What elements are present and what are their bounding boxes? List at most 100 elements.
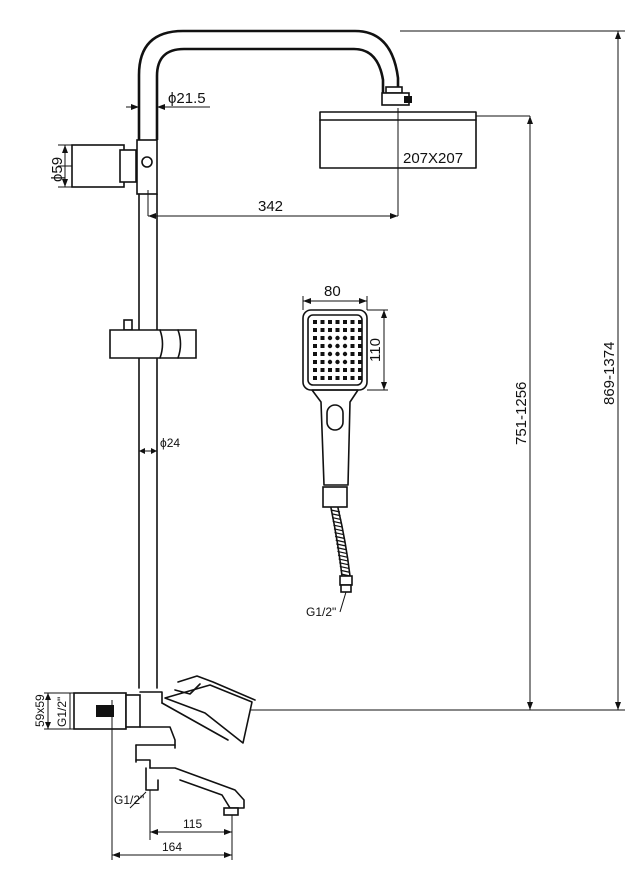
- nozzle: [328, 320, 332, 324]
- nozzle: [328, 376, 332, 380]
- nozzle: [313, 344, 317, 348]
- nozzle: [358, 328, 362, 332]
- nozzle: [358, 376, 362, 380]
- label-height-head: 751-1256: [513, 382, 530, 445]
- nozzle: [335, 320, 340, 324]
- nozzle: [320, 328, 325, 332]
- nozzle: [320, 360, 325, 364]
- label-hand-connection: G1/2": [306, 605, 336, 619]
- nozzle: [313, 368, 317, 372]
- bath-mixer: [73, 675, 256, 816]
- hose-ring: [330, 509, 341, 513]
- overhead-arm: [137, 29, 412, 140]
- nozzle: [320, 336, 325, 340]
- hose-ring: [336, 543, 346, 547]
- hose-ring: [333, 524, 343, 528]
- nozzle: [335, 376, 340, 380]
- label-height-total: 869-1374: [601, 342, 618, 405]
- nozzle: [313, 352, 317, 356]
- nozzle: [320, 376, 325, 380]
- nozzle: [350, 336, 355, 340]
- hose-ring: [336, 547, 347, 551]
- nozzle: [335, 343, 340, 349]
- nozzle: [343, 376, 347, 380]
- hose-ring: [338, 558, 348, 562]
- nozzle: [327, 343, 333, 349]
- label-pipe-diameter: ϕ21.5: [168, 90, 206, 107]
- hose-ring: [331, 513, 341, 517]
- nozzle: [328, 328, 332, 332]
- nozzle: [320, 368, 325, 372]
- nozzle: [313, 320, 317, 324]
- nozzle: [320, 352, 325, 356]
- nozzle: [335, 359, 340, 365]
- nozzle: [342, 351, 348, 357]
- label-holder-diameter: ϕ59: [49, 157, 66, 182]
- hose-ring: [337, 554, 348, 558]
- hose-ring: [340, 569, 350, 573]
- label-flange-size: 59x59: [33, 694, 47, 727]
- nozzle: [327, 335, 333, 341]
- hose-ring: [334, 535, 345, 539]
- nozzle: [350, 344, 355, 348]
- nozzle: [335, 328, 340, 332]
- nozzle: [335, 368, 340, 372]
- nozzle: [358, 344, 362, 348]
- nozzle: [358, 320, 362, 324]
- hose-ring: [334, 532, 344, 536]
- hose-ring: [335, 539, 345, 543]
- label-bottom-thread: G1/2": [114, 793, 144, 807]
- label-head-size: 207X207: [403, 150, 463, 167]
- nozzle: [342, 359, 348, 365]
- dimension-lines: [44, 30, 625, 860]
- nozzle: [342, 343, 348, 349]
- nozzle: [342, 335, 348, 341]
- nozzle: [350, 320, 355, 324]
- nozzle: [328, 368, 332, 372]
- nozzle: [335, 335, 340, 341]
- hose-ring: [337, 550, 347, 554]
- hose-ring: [332, 516, 342, 521]
- nozzle: [343, 368, 347, 372]
- nozzle: [313, 328, 317, 332]
- hand-shower-nozzles: [313, 320, 362, 380]
- nozzle: [320, 344, 325, 348]
- nozzle: [343, 328, 347, 332]
- label-hand-height: 110: [367, 338, 384, 362]
- hand-shower: [302, 309, 368, 593]
- nozzle: [327, 359, 333, 365]
- nozzle: [350, 376, 355, 380]
- nozzle: [320, 320, 325, 324]
- nozzle: [350, 360, 355, 364]
- nozzle: [350, 328, 355, 332]
- nozzle: [343, 320, 347, 324]
- label-flange-thread: G1/2": [55, 697, 69, 727]
- nozzle: [358, 352, 362, 356]
- nozzle: [358, 336, 362, 340]
- nozzle: [327, 351, 333, 357]
- label-arm-reach: 342: [258, 198, 283, 215]
- hose-ring: [332, 520, 342, 524]
- hose-ring: [333, 528, 344, 532]
- arrowheads: [45, 31, 621, 858]
- nozzle: [313, 336, 317, 340]
- nozzle: [313, 376, 317, 380]
- top-wall-holder: [58, 139, 158, 195]
- dimension-labels: ϕ21.5 207X207 ϕ59 342 80 110 ϕ24 G1/2" 7…: [33, 90, 618, 854]
- nozzle: [358, 368, 362, 372]
- nozzle: [313, 360, 317, 364]
- nozzle: [335, 351, 340, 357]
- label-mixer-width: 164: [162, 840, 182, 854]
- nozzle: [350, 368, 355, 372]
- riser-rail: [138, 193, 158, 689]
- hose-ring: [339, 562, 349, 566]
- label-hand-width: 80: [324, 283, 341, 300]
- hose-ring: [339, 565, 349, 570]
- sliding-holder: [109, 319, 197, 359]
- label-spout-length: 115: [183, 817, 202, 831]
- nozzle: [350, 352, 355, 356]
- nozzle: [358, 360, 362, 364]
- label-rail-diameter: ϕ24: [160, 436, 180, 450]
